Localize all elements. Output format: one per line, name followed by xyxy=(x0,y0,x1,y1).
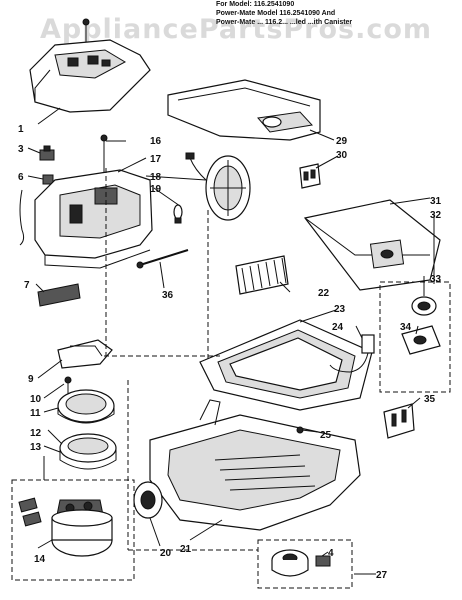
part-4-clip xyxy=(42,174,54,185)
callout-36: 36 xyxy=(162,290,174,301)
part-11-ring xyxy=(57,389,115,424)
part-36-bolt xyxy=(136,249,189,269)
part-35-clip xyxy=(383,403,415,439)
part-30-latch xyxy=(299,163,321,189)
part-34-bracket xyxy=(401,325,441,355)
callout-24: 24 xyxy=(332,322,344,333)
part-29-lid xyxy=(167,79,321,141)
callout-16: 16 xyxy=(150,136,162,147)
model-header-line-2: Power-Mate Model 116.2541090 And xyxy=(216,10,336,17)
callout-1: 1 xyxy=(18,124,24,135)
callout-35: 35 xyxy=(424,394,436,405)
callout-20: 20 xyxy=(160,548,172,559)
watermark: AppliancePartsPros.com xyxy=(40,14,433,45)
part-7-filter xyxy=(37,283,81,307)
part-screw-top xyxy=(82,18,90,42)
part-1-hood xyxy=(29,39,151,113)
callout-30: 30 xyxy=(336,150,348,161)
callout-19: 19 xyxy=(150,184,162,195)
callout-9: 9 xyxy=(28,374,34,385)
part-3-switch xyxy=(39,145,55,161)
callout-33: 33 xyxy=(430,274,442,285)
callout-7: 7 xyxy=(24,280,30,291)
part-24-switch xyxy=(329,334,375,373)
part-17-housing xyxy=(34,169,153,269)
kit-box-14 xyxy=(11,479,135,581)
callout-11: 11 xyxy=(30,408,41,419)
callout-32: 32 xyxy=(430,210,442,221)
callout-18: 18 xyxy=(150,172,162,183)
callout-4: 4 xyxy=(328,548,334,559)
kit-box-27 xyxy=(257,539,353,589)
part-33-ring xyxy=(411,296,437,316)
callout-22: 22 xyxy=(318,288,330,299)
part-9-plate xyxy=(57,339,113,369)
part-16-screw xyxy=(100,134,108,172)
callout-34: 34 xyxy=(400,322,412,333)
part-18-cord-reel xyxy=(185,152,251,221)
part-21-canister-base xyxy=(149,399,361,531)
model-header-line-1: For Model: 116.2541090 xyxy=(216,1,295,8)
callout-29: 29 xyxy=(336,136,348,147)
callout-31: 31 xyxy=(430,196,442,207)
part-31-bag xyxy=(303,199,441,291)
callout-6: 6 xyxy=(18,172,24,183)
part-14-motor xyxy=(18,497,113,557)
callout-27: 27 xyxy=(376,570,388,581)
callout-10: 10 xyxy=(30,394,42,405)
part-22-grille xyxy=(235,255,289,295)
kit-box-32 xyxy=(379,281,451,393)
part-23-frame xyxy=(199,319,373,411)
callout-17: 17 xyxy=(150,154,162,165)
leader-lines xyxy=(27,107,435,575)
model-header-line-3: Power-Mate ... 116.2... ...led ...ith Ca… xyxy=(216,19,353,26)
callout-21: 21 xyxy=(180,544,192,555)
part-19-bulb xyxy=(173,204,183,224)
callout-12: 12 xyxy=(30,428,42,439)
part-6-cord xyxy=(19,189,25,246)
part-27-caster xyxy=(271,549,331,577)
callout-3: 3 xyxy=(18,144,24,155)
callout-labels: 1 3 4 6 7 9 10 11 12 13 14 16 17 18 19 2… xyxy=(18,124,442,581)
part-12-ring xyxy=(59,433,117,470)
callout-13: 13 xyxy=(30,442,42,453)
callout-23: 23 xyxy=(334,304,346,315)
callout-25: 25 xyxy=(320,430,332,441)
callout-14: 14 xyxy=(34,554,46,565)
part-20-wheel xyxy=(133,481,163,519)
